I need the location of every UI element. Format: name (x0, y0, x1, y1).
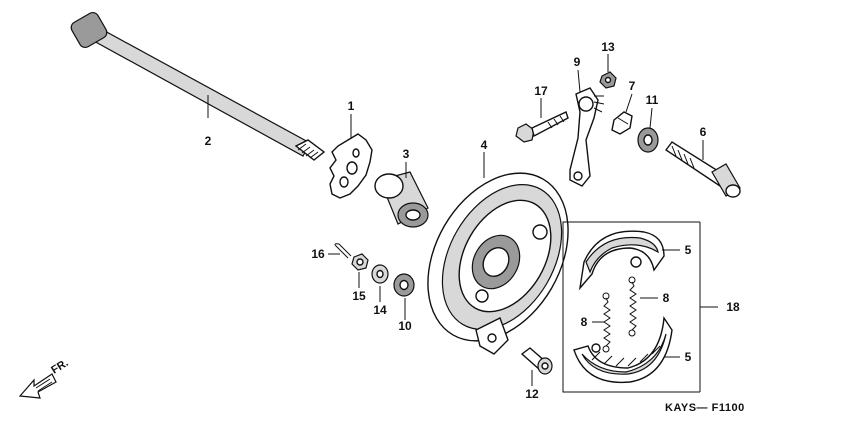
callout-2: 2 (205, 134, 212, 148)
leader-lines (207, 54, 718, 386)
callout-5-upper: 5 (685, 243, 692, 257)
callout-14: 14 (373, 303, 387, 317)
callout-labels: 1 2 3 4 5 5 6 7 8 8 9 10 11 12 13 14 15 … (205, 40, 740, 401)
front-direction-indicator: FR. (18, 357, 71, 399)
callout-8-right: 8 (663, 291, 670, 305)
callout-18: 18 (726, 300, 740, 314)
callout-11: 11 (646, 93, 659, 107)
spring-part-8-right (628, 276, 637, 337)
callout-6: 6 (700, 125, 707, 139)
callout-4: 4 (481, 138, 488, 152)
callout-15: 15 (352, 289, 366, 303)
bolt-part-12 (520, 347, 553, 375)
callout-5-lower: 5 (685, 350, 692, 364)
axle-part-2 (70, 11, 326, 161)
nut-part-15 (351, 253, 369, 271)
cotter-pin-part-16 (334, 243, 352, 259)
callout-8-left: 8 (581, 315, 588, 329)
brake-shoe-upper-part-5 (578, 230, 665, 291)
stopper-plate-part-1 (329, 133, 373, 199)
callout-16: 16 (311, 247, 325, 261)
brake-panel-part-4 (427, 172, 569, 355)
callout-7: 7 (629, 79, 636, 93)
seal-part-11 (637, 127, 659, 153)
bolt-part-17 (515, 111, 569, 143)
brake-arm-part-9 (569, 87, 605, 187)
seal-part-10 (393, 273, 415, 297)
spring-part-8-left (602, 292, 611, 353)
washer-part-14 (371, 264, 389, 284)
drawing-code: KAYS— F1100 (665, 402, 745, 414)
callout-10: 10 (398, 319, 412, 333)
collar-part-3 (374, 171, 429, 228)
indicator-plate-part-7 (611, 111, 633, 135)
callout-13: 13 (601, 40, 615, 54)
callout-17: 17 (534, 84, 548, 98)
callout-1: 1 (348, 99, 355, 113)
brake-cam-part-6 (664, 141, 741, 198)
nut-part-13 (599, 71, 617, 89)
brake-shoe-lower-part-5 (573, 315, 673, 384)
callout-3: 3 (403, 147, 410, 161)
callout-12: 12 (525, 387, 539, 401)
front-arrow-icon (18, 373, 57, 399)
callout-9: 9 (574, 55, 581, 69)
